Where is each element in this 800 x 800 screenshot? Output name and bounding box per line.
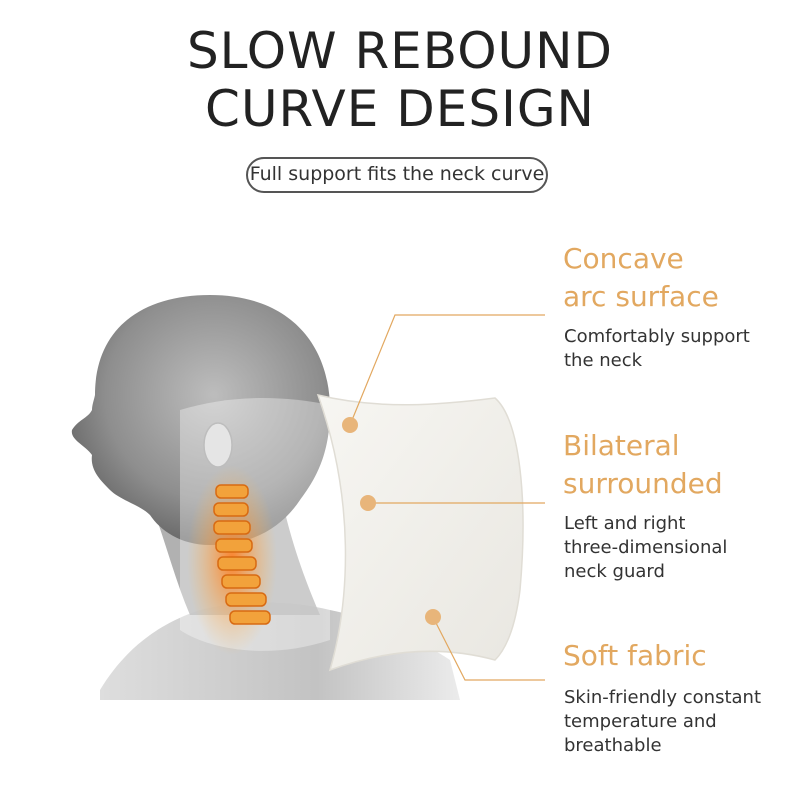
feature-desc-line: temperature and [564,711,717,732]
callout-dots [342,417,441,625]
neck-pillow-illustration [71,295,545,700]
title-line-1: SLOW REBOUND [186,22,614,80]
page-title: SLOW REBOUND CURVE DESIGN [0,22,800,138]
pillow-shape [316,393,524,672]
callout-lines [349,314,545,681]
title-line-2: CURVE DESIGN [205,80,595,138]
feature-desc-line: neck guard [564,561,665,582]
feature-desc-line: three-dimensional [564,537,728,558]
feature-desc-soft-fabric: Skin-friendly constant temperature and b… [564,686,761,758]
head-silhouette [71,295,330,545]
feature-desc-line: breathable [564,735,662,756]
feature-title-line: Bilateral [563,429,680,462]
feature-desc-line: Skin-friendly constant [564,687,762,708]
feature-desc-concave: Comfortably support the neck [564,325,750,373]
feature-desc-bilateral: Left and right three-dimensional neck gu… [564,512,727,584]
tagline-pill: Full support fits the neck curve [246,157,548,193]
ear-shape [203,422,233,468]
feature-desc-line: Left and right [564,513,686,534]
feature-title-concave: Concave arc surface [563,240,719,316]
feature-title-line: surrounded [563,467,723,500]
feature-desc-line: the neck [564,350,643,371]
feature-title-line: Concave [563,242,684,275]
spine-vertebrae [213,484,271,625]
feature-title-line: arc surface [563,280,719,313]
feature-title-soft-fabric: Soft fabric [563,637,707,675]
feature-title-line: Soft fabric [563,639,707,672]
feature-desc-line: Comfortably support [564,326,750,347]
feature-title-bilateral: Bilateral surrounded [563,427,723,503]
